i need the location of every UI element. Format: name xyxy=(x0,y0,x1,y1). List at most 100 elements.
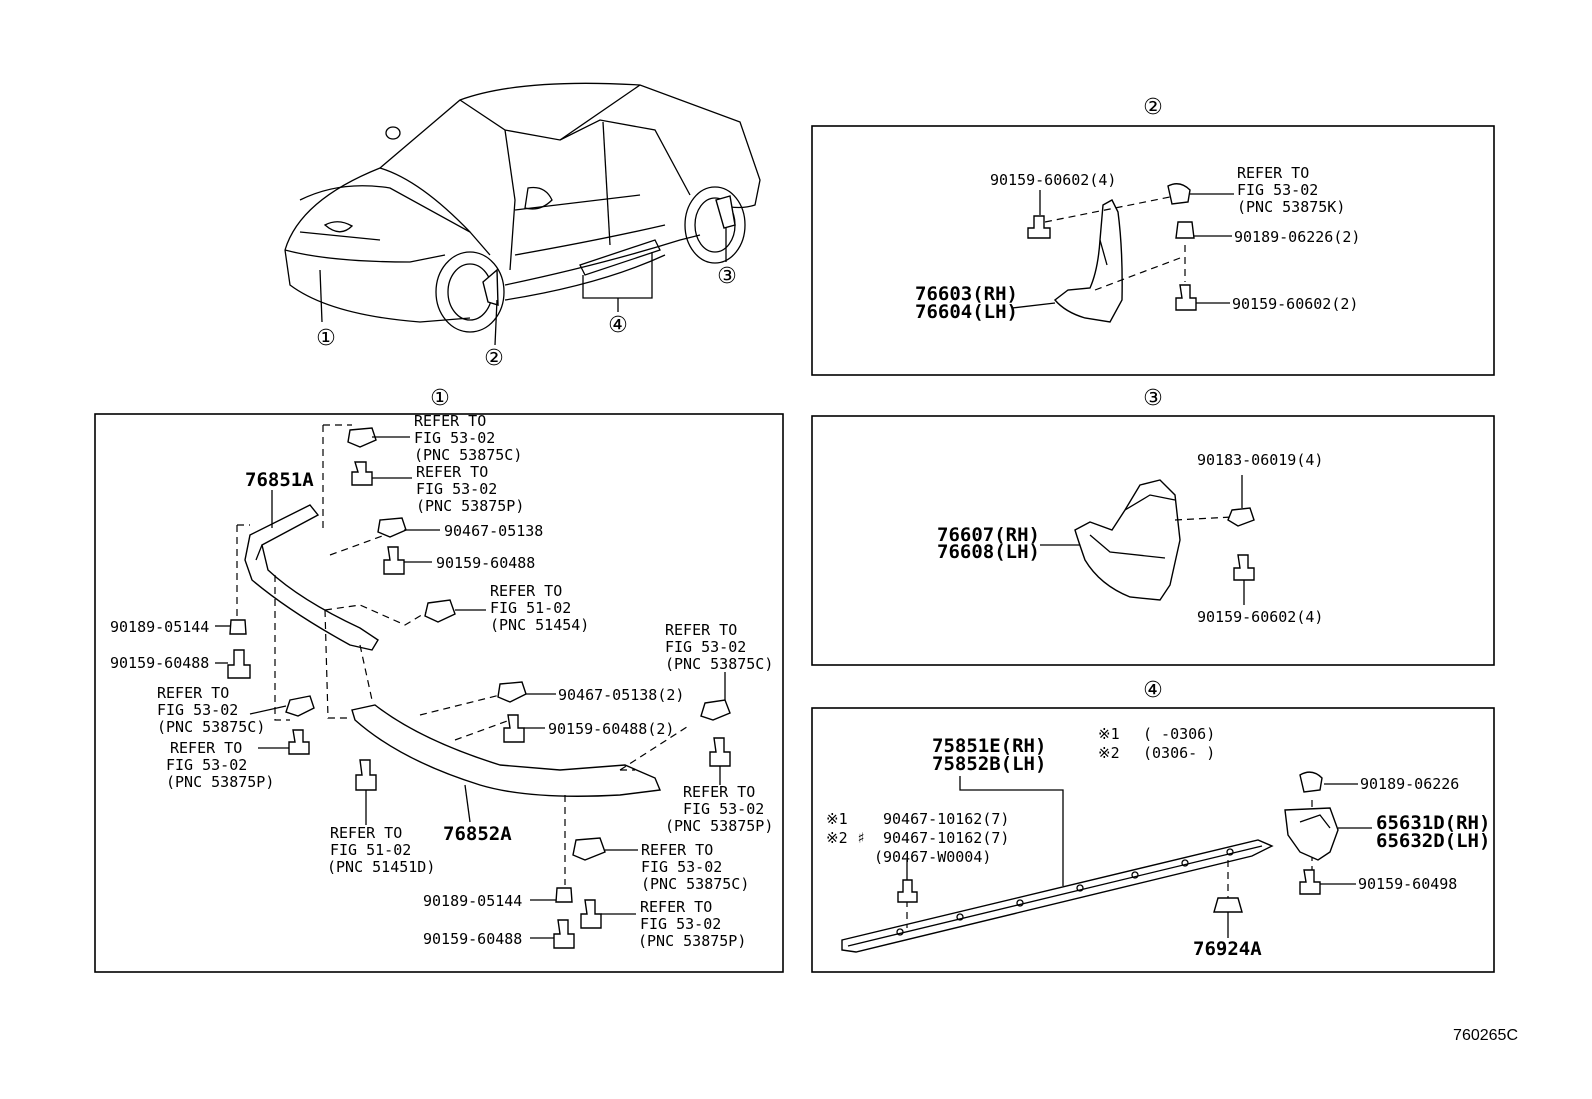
part-76852A: 76852A xyxy=(443,823,512,845)
part-90159-60602-4: 90159-60602(4) xyxy=(990,171,1116,189)
ref-note-7: REFER TO FIG 53-02 (PNC 53875P) xyxy=(665,783,773,835)
part-65632D-LH: 65632D(LH) xyxy=(1376,830,1490,852)
svg-text:FIG 53-02: FIG 53-02 xyxy=(1237,181,1318,199)
svg-text:REFER TO: REFER TO xyxy=(157,684,229,702)
part-75852B-LH: 75852B(LH) xyxy=(932,753,1046,775)
svg-text:(PNC 53875C): (PNC 53875C) xyxy=(641,875,749,893)
figure-id: 760265C xyxy=(1453,1027,1518,1044)
part-76851A: 76851A xyxy=(245,469,314,491)
car-overview-illustration xyxy=(284,82,761,346)
part-90159-60602-4-s3: 90159-60602(4) xyxy=(1197,608,1323,626)
clip-note-2-mark: ※2 ♯ xyxy=(826,829,866,847)
note-1-range: ( -0306) xyxy=(1143,725,1215,743)
svg-text:FIG 51-02: FIG 51-02 xyxy=(330,841,411,859)
ref-note-6: REFER TO FIG 53-02 (PNC 53875C) xyxy=(665,621,773,673)
svg-text:(PNC 53875C): (PNC 53875C) xyxy=(414,446,522,464)
part-90159-60602-2: 90159-60602(2) xyxy=(1232,295,1358,313)
section-3-frame xyxy=(811,415,1495,666)
part-90467-05138-b: 90467-05138(2) xyxy=(558,686,684,704)
ref-note-9: REFER TO FIG 53-02 (PNC 53875C) xyxy=(641,841,749,893)
svg-text:FIG 53-02: FIG 53-02 xyxy=(166,756,247,774)
part-90189-05144-l: 90189-05144 xyxy=(110,618,209,636)
svg-text:(PNC 53875P): (PNC 53875P) xyxy=(416,497,524,515)
part-76608-LH: 76608(LH) xyxy=(937,541,1040,563)
fastener-icons-section-1 xyxy=(227,427,731,949)
clip-note-1-mark: ※1 xyxy=(826,810,848,828)
section-1-title: ① xyxy=(430,386,450,411)
section-1-frame xyxy=(94,413,784,973)
lower-spoiler-part xyxy=(351,704,662,797)
part-76924A: 76924A xyxy=(1193,938,1262,960)
svg-text:(PNC 53875P): (PNC 53875P) xyxy=(638,932,746,950)
mudflap-rear-part xyxy=(1074,479,1181,601)
part-76604-LH: 76604(LH) xyxy=(915,301,1018,323)
svg-text:FIG 53-02: FIG 53-02 xyxy=(641,858,722,876)
part-90159-60488-a: 90159-60488 xyxy=(436,554,535,572)
part-75851E-RH: 75851E(RH) xyxy=(932,735,1046,757)
callout-2: ② xyxy=(484,346,504,371)
part-90467-10162-a: 90467-10162(7) xyxy=(883,810,1009,828)
callout-1: ① xyxy=(316,326,336,351)
svg-text:REFER TO: REFER TO xyxy=(414,412,486,430)
part-65631D-RH: 65631D(RH) xyxy=(1376,812,1490,834)
svg-text:FIG 53-02: FIG 53-02 xyxy=(157,701,238,719)
svg-text:(PNC 53875P): (PNC 53875P) xyxy=(665,817,773,835)
fastener-icons-section-3 xyxy=(1227,507,1255,581)
svg-text:FIG 53-02: FIG 53-02 xyxy=(665,638,746,656)
svg-text:(PNC 53875C): (PNC 53875C) xyxy=(665,655,773,673)
svg-text:FIG 51-02: FIG 51-02 xyxy=(490,599,571,617)
ref-note-8: REFER TO FIG 51-02 (PNC 51451D) xyxy=(327,824,435,876)
ref-note-1: REFER TO FIG 53-02 (PNC 53875C) xyxy=(414,412,522,464)
note-2-mark: ※2 xyxy=(1098,744,1120,762)
svg-text:(PNC 53875C): (PNC 53875C) xyxy=(157,718,265,736)
part-90159-60488-c: 90159-60488 xyxy=(423,930,522,948)
fastener-icons-section-2 xyxy=(1027,183,1197,311)
callout-3: ③ xyxy=(717,264,737,289)
ref-note-3: REFER TO FIG 51-02 (PNC 51454) xyxy=(490,582,589,634)
note-1-mark: ※1 xyxy=(1098,725,1120,743)
svg-text:REFER TO: REFER TO xyxy=(683,783,755,801)
ref-note-2: REFER TO FIG 53-02 (PNC 53875P) xyxy=(416,463,524,515)
part-90159-60488-l: 90159-60488 xyxy=(110,654,209,672)
svg-text:REFER TO: REFER TO xyxy=(641,841,713,859)
part-76603-RH: 76603(RH) xyxy=(915,283,1018,305)
upper-spoiler-part xyxy=(244,504,379,651)
part-90159-60498: 90159-60498 xyxy=(1358,875,1457,893)
part-90189-06226: 90189-06226 xyxy=(1360,775,1459,793)
svg-text:REFER TO: REFER TO xyxy=(416,463,488,481)
svg-text:REFER TO: REFER TO xyxy=(1237,164,1309,182)
section-2-frame xyxy=(811,125,1495,376)
svg-text:REFER TO: REFER TO xyxy=(665,621,737,639)
svg-text:FIG 53-02: FIG 53-02 xyxy=(683,800,764,818)
part-90467-05138-a: 90467-05138 xyxy=(444,522,543,540)
ref-note-4: REFER TO FIG 53-02 (PNC 53875C) xyxy=(157,684,265,736)
part-90467-W0004: (90467-W0004) xyxy=(874,848,991,866)
svg-text:REFER TO: REFER TO xyxy=(170,739,242,757)
mudflap-front-part xyxy=(1053,199,1123,323)
svg-text:FIG 53-02: FIG 53-02 xyxy=(640,915,721,933)
part-90183-06019-4: 90183-06019(4) xyxy=(1197,451,1323,469)
section-3-title: ③ xyxy=(1143,386,1163,411)
section-4-frame xyxy=(811,707,1495,973)
part-90189-06226-2: 90189-06226(2) xyxy=(1234,228,1360,246)
svg-text:(PNC 51451D): (PNC 51451D) xyxy=(327,858,435,876)
svg-text:(PNC 51454): (PNC 51454) xyxy=(490,616,589,634)
part-90189-05144-b: 90189-05144 xyxy=(423,892,522,910)
svg-text:(PNC 53875P): (PNC 53875P) xyxy=(166,773,274,791)
ref-note-10: REFER TO FIG 53-02 (PNC 53875P) xyxy=(638,898,746,950)
svg-text:REFER TO: REFER TO xyxy=(330,824,402,842)
part-76607-RH: 76607(RH) xyxy=(937,524,1040,546)
ref-note-53875K: REFER TO FIG 53-02 (PNC 53875K) xyxy=(1237,164,1345,216)
svg-text:FIG 53-02: FIG 53-02 xyxy=(416,480,497,498)
part-90159-60488-b: 90159-60488(2) xyxy=(548,720,674,738)
section-2-title: ② xyxy=(1143,95,1163,120)
part-90467-10162-b: 90467-10162(7) xyxy=(883,829,1009,847)
molding-clip-holes xyxy=(896,848,1234,936)
section-4-title: ④ xyxy=(1143,678,1163,703)
svg-text:REFER TO: REFER TO xyxy=(490,582,562,600)
svg-text:(PNC 53875K): (PNC 53875K) xyxy=(1237,198,1345,216)
callout-4: ④ xyxy=(608,313,628,338)
ref-note-5: REFER TO FIG 53-02 (PNC 53875P) xyxy=(166,739,274,791)
